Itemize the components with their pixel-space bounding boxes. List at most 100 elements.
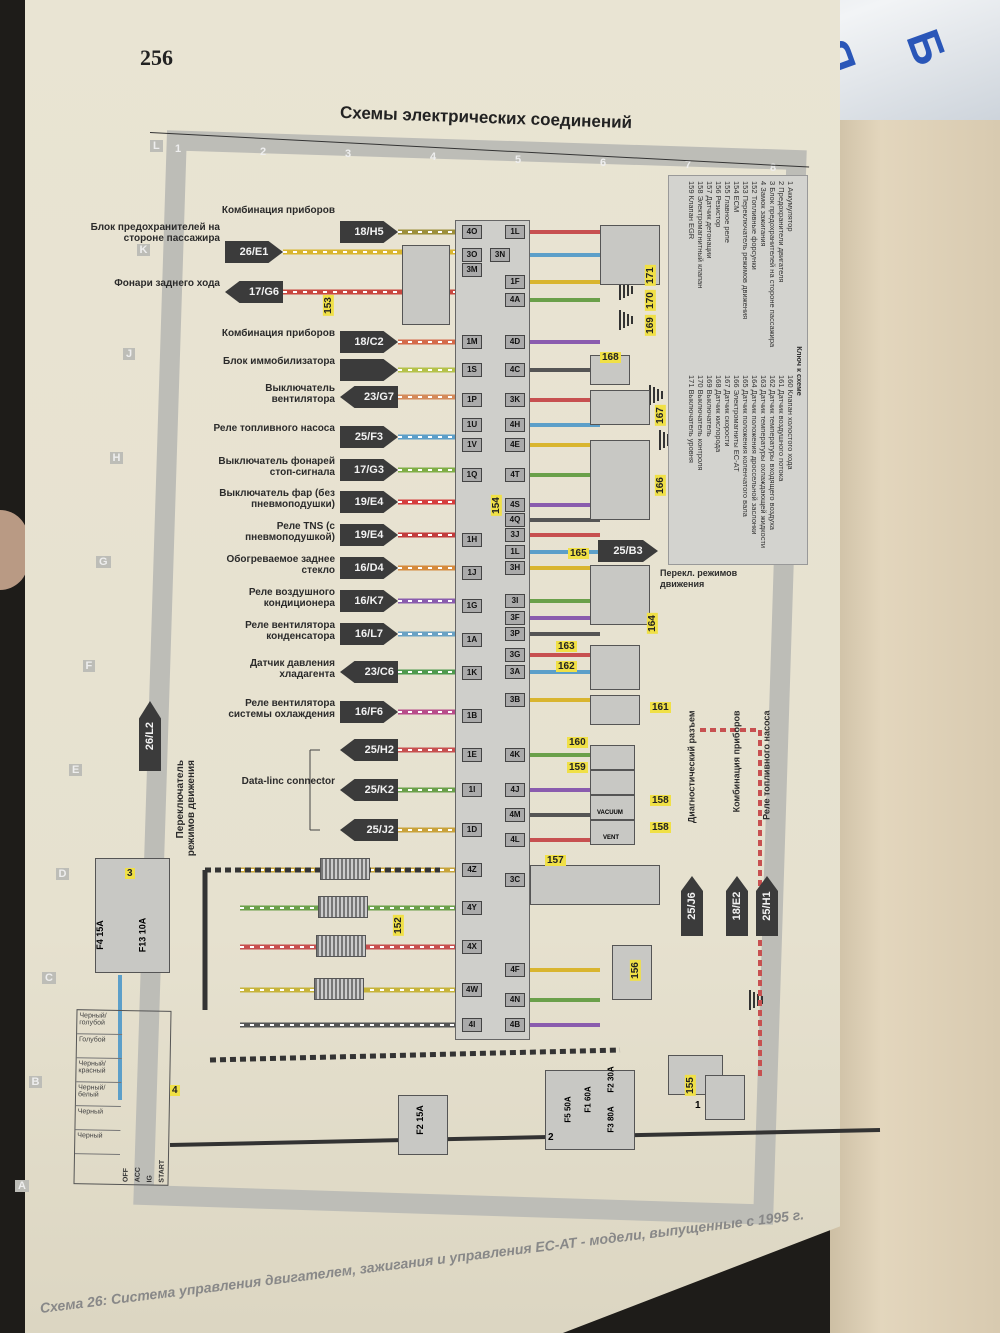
connector-arrow-23-C6: 23/C6 (340, 661, 398, 683)
switch-position: OFF (122, 1168, 130, 1183)
engine-fuse-box-number: 2 (548, 1132, 554, 1143)
key-item: 168 Датчик кислорода (714, 375, 723, 453)
ecm-pin: 4T (505, 468, 525, 482)
engine-fuse-box (545, 1070, 635, 1150)
ecm-pin: 3O (462, 248, 482, 262)
ecm-pin: 1E (462, 748, 482, 762)
ecm-pin: 3I (505, 594, 525, 608)
fuse-label: F5 50A (563, 1096, 573, 1123)
key-item: 164 Датчик положения дроссельной заслонк… (750, 375, 759, 535)
connector-arrow-16-F6: 16/F6 (340, 701, 398, 723)
component-number: 159 (567, 762, 588, 773)
key-item: 171 Выключатель уровня (687, 375, 696, 463)
ecm-pin: 4S (505, 498, 525, 512)
component-number: 167 (654, 405, 666, 426)
key-item: 157 Датчик детонации (705, 181, 714, 259)
component-box (590, 745, 635, 770)
ecm-pin: 4W (462, 983, 482, 997)
frame-column-number: 2 (260, 145, 267, 158)
frame-column-number: 6 (600, 156, 607, 169)
component-box (590, 695, 640, 725)
fuse-f2 (398, 1095, 448, 1155)
ecm-pin: 3H (505, 561, 525, 575)
frame-column-number: 5 (515, 153, 522, 166)
component-number: 169 (644, 315, 656, 336)
connection-label: Выключатель вентилятора (265, 383, 335, 405)
frame-row-letter: G (96, 556, 111, 568)
key-item: 163 Датчик температуры охлаждающей жидко… (759, 375, 768, 549)
key-title: Ключ к схеме (795, 346, 804, 396)
ecm-pin: 3P (505, 627, 525, 641)
switch-wire-label: Голубой (76, 1034, 123, 1059)
component-number: 162 (556, 661, 577, 672)
fuel-injector (318, 896, 369, 918)
ecm-pin: 1P (462, 393, 482, 407)
ecm-pin: 4A (505, 293, 525, 307)
connector-arrow-18-C2: 18/C2 (340, 331, 398, 353)
connector-arrow-17-G6: 17/G6 (225, 281, 283, 303)
ecm-pin: 3K (505, 393, 525, 407)
ecm-pin: 4I (462, 1018, 482, 1032)
ecm-pin: 4F (505, 963, 525, 977)
component-number: 158 (650, 795, 671, 806)
ecm-pin: 1A (462, 633, 482, 647)
key-item: 169 Выключатель (705, 375, 714, 437)
connection-label: Выключатель фар (без пневмоподушки) (219, 488, 335, 510)
component-number: 161 (650, 702, 671, 713)
ecm-pin: 4D (505, 335, 525, 349)
hand (0, 510, 28, 590)
ecm-pin: 1G (462, 599, 482, 613)
component-number: 4 (170, 1085, 180, 1096)
ecm-pin: 3C (505, 873, 525, 887)
switch-wire-label: Черный/ белый (75, 1082, 122, 1107)
component-box (402, 245, 450, 325)
ecm-pin: 1H (462, 533, 482, 547)
key-item: 155 Главное реле (723, 181, 732, 243)
key-item: 165 Датчик положения коленчатого вала (741, 375, 750, 517)
connector-arrow-25-H2: 25/H2 (340, 739, 398, 761)
connector-arrow-25-B3: 25/B3 (598, 540, 658, 562)
connection-label: Реле вентилятора конденсатора (245, 620, 335, 642)
frame-row-letter: J (123, 348, 136, 360)
connection-label: Комбинация приборов (221, 205, 335, 216)
connection-label: Блок предохранителей на стороне пассажир… (90, 222, 220, 244)
ecm-pin: 1D (462, 823, 482, 837)
switch-wire-label: Черный/ красный (76, 1058, 122, 1083)
fuel-injector (314, 978, 364, 1000)
ecm-pin: 1L (505, 545, 525, 559)
key-item: 166 Электромагниты EC-AT (732, 375, 741, 472)
frame-column-number: 1 (175, 143, 182, 155)
ecm-pin: 1S (462, 363, 482, 377)
component-number: 154 (490, 495, 502, 516)
ecm-pin: 4N (505, 993, 525, 1007)
connector-arrow-26-E1: 26/E1 (225, 241, 283, 263)
connector-arrow-16-K7: 16/K7 (340, 590, 398, 612)
component-box (590, 770, 635, 795)
ecm-pin: 1L (505, 225, 525, 239)
ecm-pin: 4C (505, 363, 525, 377)
component-number: 166 (654, 475, 666, 496)
connection-label: Реле TNS (с пневмоподушкой) (245, 521, 335, 543)
key-item: 161 Датчик воздушного потока (777, 375, 786, 482)
connector-arrow-25-J2: 25/J2 (340, 819, 398, 841)
frame-row-letter: D (55, 868, 70, 880)
wire (209, 1047, 621, 1063)
component-number: 155 (684, 1075, 696, 1096)
fuel-injector (320, 858, 370, 880)
connection-label: Перекл. режимов движения (660, 568, 738, 589)
connector-arrow-16-L7: 16/L7 (340, 623, 398, 645)
frame-column-number: 3 (345, 148, 352, 161)
component-box (590, 820, 635, 845)
frame-column-number: 7 (685, 159, 692, 172)
battery (705, 1075, 745, 1120)
connection-label: Диагностический разъем (686, 710, 697, 824)
key-item: 4 Замок зажигания (759, 181, 768, 247)
fuse-f4: F4 15A (94, 920, 105, 950)
ecm-pin: 4K (505, 748, 525, 762)
component-number: 156 (629, 960, 641, 981)
frame-row-letter: F (82, 660, 96, 672)
connection-label: Комбинация приборов (221, 328, 335, 339)
ecm-pin: 4Y (462, 901, 482, 915)
connection-label: Реле воздушного кондиционера (248, 587, 335, 609)
